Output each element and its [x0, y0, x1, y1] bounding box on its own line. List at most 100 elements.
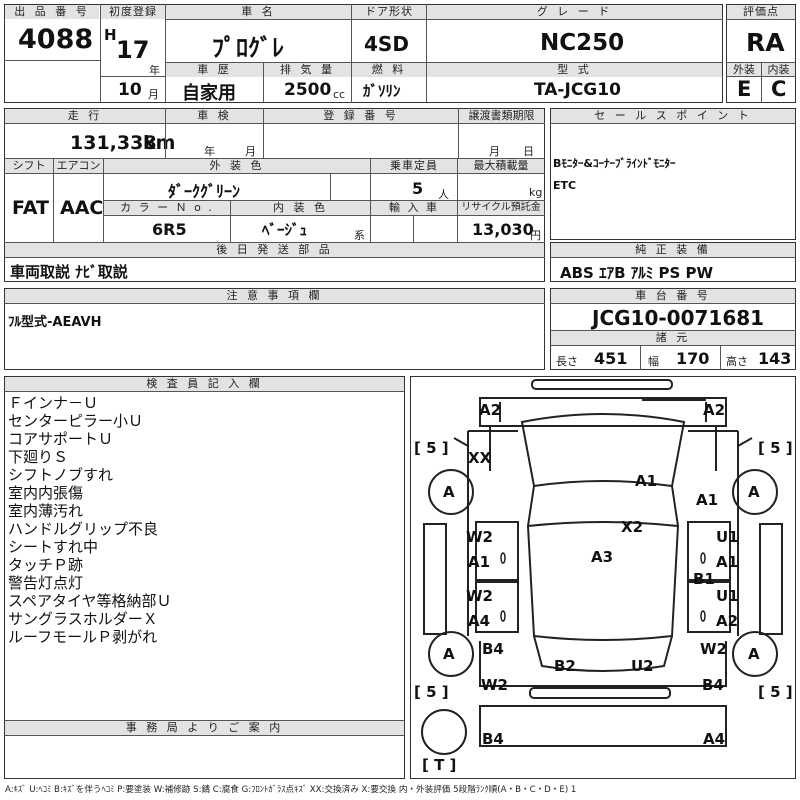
damage-mark: W2	[481, 676, 508, 694]
damage-mark: W2	[466, 528, 493, 546]
plate-label: 登 録 番 号	[264, 109, 458, 123]
later-parts: 車両取説 ﾅﾋﾞ取説	[10, 263, 128, 281]
grade: NC250	[540, 30, 625, 56]
width-label: 幅	[648, 355, 659, 368]
office-label: 事 務 局 よ り ご 案 内	[5, 721, 404, 735]
max-load-label: 最大積載量	[458, 159, 544, 173]
ac: AAC	[60, 197, 104, 219]
door: 4SD	[364, 32, 409, 56]
tire-rr: [ 5 ]	[758, 683, 793, 701]
displacement-label: 排 気 量	[264, 63, 351, 77]
inspector-line: スペアタイヤ等格納部Ｕ	[8, 592, 172, 610]
damage-mark: W2	[466, 587, 493, 605]
history-label: 車 歴	[166, 63, 263, 77]
damage-mark: B4	[482, 640, 504, 658]
header-section	[4, 4, 723, 103]
int-color-label: 内 装 色	[231, 201, 370, 215]
capacity: 5	[412, 179, 424, 198]
chassis-label: 車 台 番 号	[551, 289, 795, 303]
exterior-label: 外装	[727, 63, 761, 77]
inspector-line: サングラスホルダーＸ	[8, 610, 158, 628]
sales-point-label: セ ー ル ス ポ イ ン ト	[551, 109, 795, 123]
capacity-label: 乗車定員	[371, 159, 457, 173]
damage-mark: XX	[468, 449, 492, 467]
era: H	[104, 26, 117, 44]
month-unit: 月	[148, 88, 159, 101]
later-parts-label: 後 日 発 送 部 品	[5, 243, 544, 257]
wheel-mark-rr: A	[748, 645, 760, 663]
tire-fr: [ 5 ]	[758, 439, 793, 457]
damage-mark: A1	[635, 472, 658, 490]
inspection-month-unit: 月	[245, 145, 256, 158]
transfer-label: 譲渡書類期限	[459, 109, 544, 123]
year-unit: 年	[149, 64, 160, 77]
width: 170	[676, 349, 710, 368]
wheel-mark-fr: A	[748, 483, 760, 501]
damage-mark: U2	[631, 657, 654, 675]
fuel: ｶﾞｿﾘﾝ	[363, 82, 401, 100]
interior-label: 内装	[762, 63, 795, 77]
inspector-line: タッチＰ跡	[8, 556, 84, 574]
mileage: 131,338	[70, 132, 157, 154]
interior-score: C	[771, 77, 787, 101]
damage-mark: U1	[716, 587, 739, 605]
inspector-line: ルーフモールＰ剥がれ	[8, 628, 158, 646]
ac-label: エアコン	[54, 159, 103, 173]
inspector-line: ハンドルグリップ不良	[8, 520, 159, 538]
sales-point-line-2: ETC	[553, 179, 577, 192]
recycle-label: リサイクル預託金	[458, 201, 544, 215]
mileage-label: 走 行	[5, 109, 165, 123]
first-reg-label: 初度登録	[101, 5, 165, 19]
damage-mark: A3	[591, 548, 614, 566]
history: 自家用	[182, 83, 236, 104]
grade-label: グ レ ー ド	[427, 5, 722, 19]
damage-mark: W2	[700, 640, 727, 658]
recycle-unit: 円	[530, 229, 541, 242]
sales-point-section	[550, 108, 796, 240]
inspector-line: 警告灯点灯	[8, 574, 84, 592]
damage-mark: A2	[703, 401, 726, 419]
score-label: 評価点	[727, 5, 795, 19]
car-name-label: 車 名	[166, 5, 351, 19]
height: 143	[758, 349, 792, 368]
reg-year: 17	[116, 36, 150, 64]
transfer-month-unit: 月	[489, 145, 500, 158]
damage-mark: A1	[696, 491, 719, 509]
color-no: 6R5	[152, 220, 187, 239]
sales-point-line-1: Bﾓﾆﾀｰ&ｺｰﾅｰﾌﾞﾗｲﾝﾄﾞﾓﾆﾀｰ	[553, 157, 676, 170]
inspector-line: シフトノブすれ	[8, 466, 114, 484]
inspector-line: シートすれ中	[8, 538, 99, 556]
displacement: 2500	[284, 80, 332, 100]
car-name: ﾌﾟﾛｸﾞﾚ	[212, 34, 284, 62]
damage-mark: A2	[716, 612, 739, 630]
damage-diagram	[410, 376, 796, 779]
damage-mark: B2	[554, 657, 576, 675]
wheel-mark-fl: A	[443, 483, 455, 501]
notes-text: ﾌﾙ型式-AEAVH	[8, 315, 102, 330]
spec-label: 諸 元	[551, 331, 795, 345]
lot-no: 4088	[18, 24, 94, 55]
inspection-year-unit: 年	[204, 145, 215, 158]
damage-mark: A2	[479, 401, 502, 419]
exterior-score: E	[737, 77, 752, 101]
equipment: ABS ｴｱB ｱﾙﾐ PS PW	[560, 264, 714, 282]
int-color-unit: 系	[354, 229, 365, 242]
tire-fl: [ 5 ]	[414, 439, 449, 457]
inspection-label: 車 検	[166, 109, 263, 123]
lot-no-label: 出 品 番 号	[5, 5, 99, 19]
recycle: 13,030	[472, 220, 534, 239]
damage-mark: A1	[468, 553, 491, 571]
inspector-line: コアサポートＵ	[8, 430, 114, 448]
spare-tire: [ T ]	[422, 756, 457, 774]
car-outline-diagram	[421, 379, 783, 755]
chassis-number: JCG10-0071681	[592, 306, 765, 330]
damage-mark: B1	[693, 570, 715, 588]
displacement-unit: cc	[333, 88, 346, 101]
inspector-line: Ｆインナ－Ｕ	[8, 394, 99, 412]
import-label: 輸 入 車	[371, 201, 457, 215]
model-label: 型 式	[427, 63, 722, 77]
transfer-day-unit: 日	[523, 145, 534, 158]
score: RA	[746, 28, 785, 57]
legend: A:ｷｽﾞ U:ﾍｺﾐ B:ｷｽﾞを伴うﾍｺﾐ P:要塗装 W:補修跡 S:錆 …	[5, 785, 577, 795]
inspector-label: 検 査 員 記 入 欄	[5, 377, 404, 391]
